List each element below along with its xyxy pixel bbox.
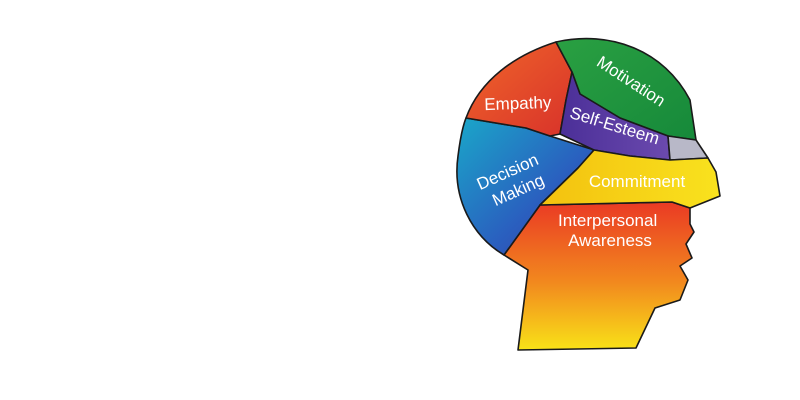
region-interpersonal-awareness [503, 201, 695, 351]
nose-bridge-band [667, 135, 709, 161]
label-commitment-line: Commitment [589, 172, 686, 191]
label-interpersonal-awareness-line-2: Awareness [568, 231, 652, 250]
label-commitment: Commitment [589, 172, 686, 191]
label-empathy: Empathy [484, 93, 552, 114]
label-empathy-line: Empathy [484, 93, 552, 114]
label-interpersonal-awareness-line-1: Interpersonal [558, 211, 657, 230]
region-commitment [539, 149, 721, 209]
label-interpersonal-awareness: Interpersonal Awareness [558, 211, 662, 250]
